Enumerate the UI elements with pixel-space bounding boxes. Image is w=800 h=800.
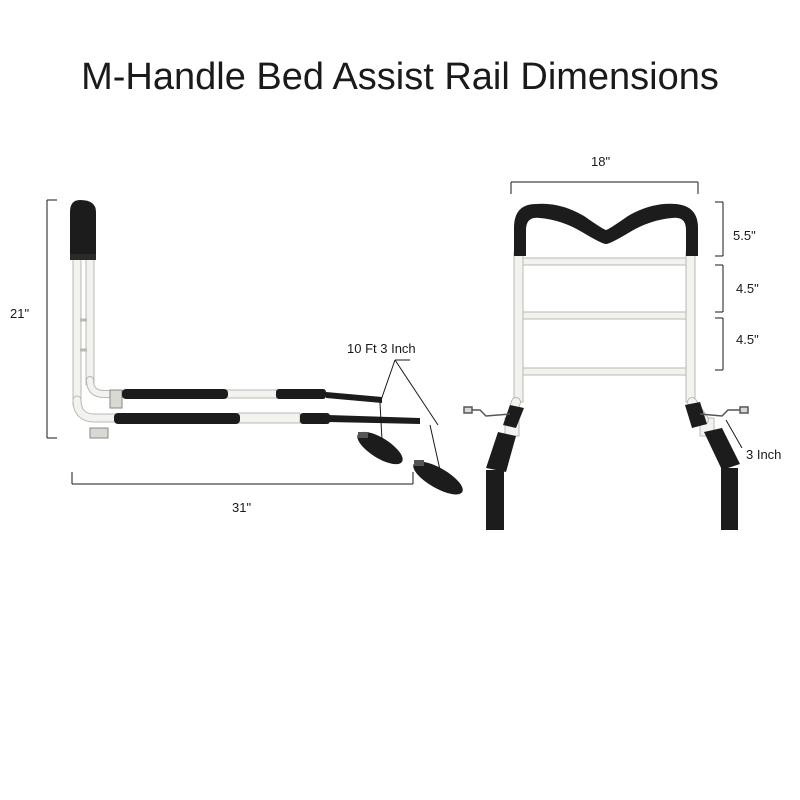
side-length-dimension [71, 472, 414, 485]
front-rail-frame [504, 251, 715, 437]
front-lower-gap-label: 4.5" [736, 332, 759, 347]
side-rail-frame [72, 254, 301, 439]
front-m-handle-foam [514, 203, 698, 256]
front-leg-label: 3 Inch [746, 447, 781, 462]
side-strap-label: 10 Ft 3 Inch [347, 341, 416, 356]
side-length-label: 31" [232, 500, 251, 515]
side-handle-foam [70, 200, 96, 260]
front-upper-gap-label: 4.5" [736, 281, 759, 296]
strap-callout-lines [379, 359, 441, 471]
front-handle-height-label: 5.5" [733, 228, 756, 243]
side-safety-straps [326, 392, 463, 495]
side-height-dimension [46, 199, 57, 439]
front-leg-foam [486, 402, 740, 472]
front-legs [505, 397, 709, 425]
front-view: 18" 5.5" 4.5" 4.5" [463, 154, 781, 530]
side-view: 21" 31" [10, 199, 463, 515]
front-side-brackets [463, 406, 749, 417]
side-height-label: 21" [10, 306, 29, 321]
front-leg-callout [725, 419, 743, 449]
front-straps [486, 468, 738, 530]
front-width-dimension [510, 181, 699, 194]
diagram-title: M-Handle Bed Assist Rail Dimensions [81, 56, 719, 98]
side-bar-foam [114, 389, 330, 424]
front-vertical-dimensions [715, 201, 724, 371]
front-width-label: 18" [591, 154, 610, 169]
